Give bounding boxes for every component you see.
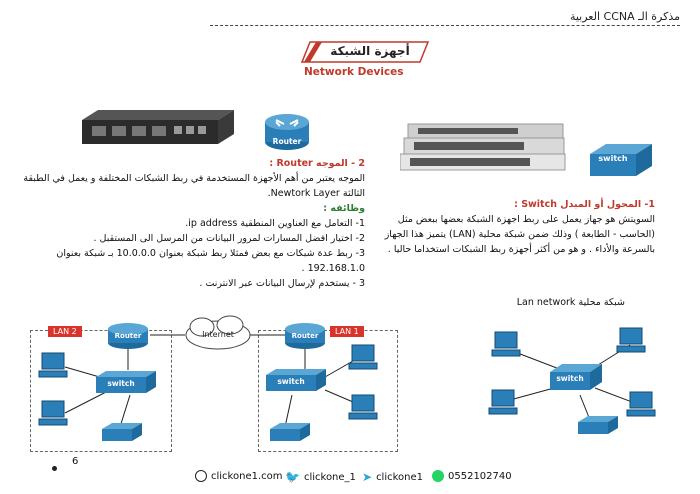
lan2-router-label: Router [114, 332, 142, 340]
lan-network-caption: شبكة محلية Lan network [516, 297, 625, 308]
title-banner [300, 41, 430, 63]
switch-heading: 1- المحول أو المبدل Switch : [514, 199, 655, 210]
lan1-boundary [258, 330, 398, 452]
switch-icon [590, 144, 652, 176]
switch-description: السويتش هو جهاز يعمل على ربط اجهزة الشبك… [384, 214, 655, 255]
banner-title-english: Network Devices [304, 66, 404, 78]
router-description: الموجه يعتبر من أهم الأجهزة المستخدمة في… [23, 173, 365, 199]
twitter-icon: 🐦 [285, 470, 300, 484]
router-function-item: 3- ربط عدة شبكات مع بعض فمثلا ربط شبكة ب… [56, 248, 365, 274]
lan2-tag: LAN 2 [48, 326, 82, 337]
router-icon [265, 114, 309, 150]
lan1-switch-label: switch [277, 377, 305, 386]
internetwork-diagram [38, 315, 378, 441]
page-number: 6 [72, 456, 79, 467]
lan-network-diagram [488, 327, 656, 434]
website-text: clickone1.com [211, 470, 283, 482]
whatsapp-icon [432, 470, 444, 482]
lan2-boundary [30, 330, 172, 452]
globe-icon [195, 470, 207, 482]
lan2-switch-label: switch [107, 379, 135, 388]
router-hardware-image [82, 110, 234, 144]
document-header-title: مذكرة الـ CCNA العربية [569, 10, 680, 23]
footer-dot [52, 466, 57, 471]
router-function-item: 2- اختيار افضل المسارات لمرور البيانات م… [93, 233, 365, 244]
footer-website[interactable]: clickone1.com [195, 470, 283, 482]
footer-telegram[interactable]: ➤ clickone1 [362, 470, 423, 484]
router-function-item: 3 - يستخدم لإرسال البيانات عبر الانترنت … [199, 278, 365, 289]
internet-label: Internet [202, 330, 234, 339]
header-divider [210, 25, 680, 26]
router-icon-label: Router [272, 137, 302, 146]
twitter-text: clickone_1 [303, 471, 356, 483]
router-function-item: 1- التعامل مع العناوين المنطقية ip addre… [185, 218, 365, 229]
telegram-text: clickone1 [376, 471, 424, 483]
phone-text: 0552102740 [448, 470, 512, 482]
banner-title-arabic: أجهزة الشبكة [330, 44, 410, 58]
router-functions-title: وظائفه : [323, 203, 365, 214]
lan1-router-label: Router [291, 332, 319, 340]
telegram-icon: ➤ [362, 470, 373, 484]
switch-hardware-image [400, 123, 566, 171]
router-heading: 2 - الموجه Router : [269, 158, 365, 169]
footer-whatsapp[interactable]: 0552102740 [432, 470, 512, 482]
switch-icon-label: switch [598, 154, 628, 163]
lan-diagram-switch-label: switch [556, 374, 584, 383]
lan1-tag: LAN 1 [330, 326, 364, 337]
footer-twitter[interactable]: 🐦 clickone_1 [285, 470, 356, 484]
